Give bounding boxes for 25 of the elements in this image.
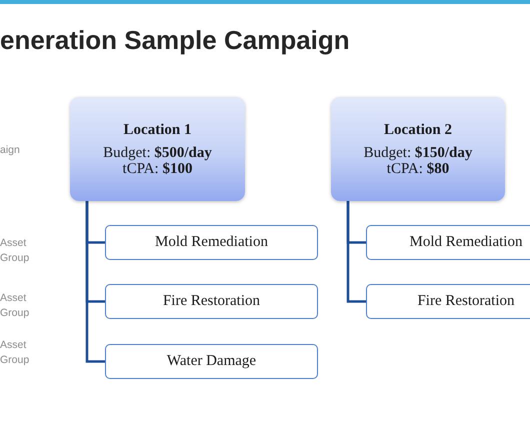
group-name-text: Mold Remediation — [155, 234, 268, 251]
row-label: Asset Group — [0, 291, 30, 321]
group-name-text: Fire Restoration — [162, 293, 260, 310]
connector-line — [346, 201, 366, 303]
group-name-text: Water Damage — [166, 353, 256, 370]
slide-title: eneration Sample Campaign — [0, 25, 350, 56]
card-heading: Location 2 — [384, 122, 452, 138]
group-name-text: Mold Remediation — [410, 234, 522, 251]
asset-group-box — [366, 284, 530, 319]
row-label: Asset Group — [0, 236, 30, 266]
location-card — [70, 97, 245, 201]
asset-group-box — [105, 225, 318, 260]
connector-line — [86, 201, 105, 363]
card-heading: Location 1 — [124, 122, 192, 138]
group-name-text: Fire Restoration — [417, 293, 515, 310]
card-detail-text: tCPA: $100 — [122, 160, 192, 176]
location-card — [331, 97, 505, 201]
card-detail-text: Budget: $150/day — [364, 144, 472, 160]
card-detail-text: Budget: $500/day — [103, 144, 212, 160]
row-label: Asset Group — [0, 338, 30, 368]
row-label: aign — [0, 143, 20, 158]
card-detail-text: tCPA: $80 — [386, 160, 450, 176]
asset-group-box — [105, 344, 318, 379]
asset-group-box — [105, 284, 318, 319]
asset-group-box — [366, 225, 530, 260]
